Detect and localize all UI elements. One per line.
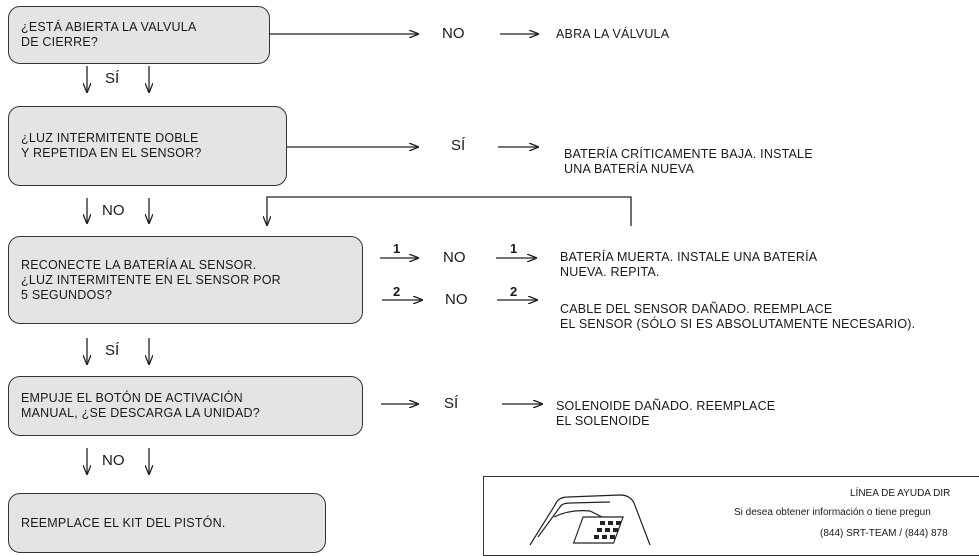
label-valve-yes: SÍ xyxy=(105,70,120,87)
label-reconnect-no-1: NO xyxy=(443,249,466,266)
label-override-no: NO xyxy=(102,452,125,469)
helpline-title: LÍNEA DE AYUDA DIR xyxy=(850,488,951,499)
branch-number-2-right: 2 xyxy=(510,284,518,299)
step-replace-piston: REEMPLACE EL KIT DEL PISTÓN. xyxy=(8,493,326,553)
outcome-open-valve: ABRA LA VÁLVULA xyxy=(556,27,670,41)
branch-number-2-left: 2 xyxy=(393,284,401,299)
label-flash-yes: SÍ xyxy=(451,137,466,154)
step-double-flash: ¿LUZ INTERMITENTE DOBLE Y REPETIDA EN EL… xyxy=(8,106,287,186)
helpline-phone: (844) SRT-TEAM / (844) 878 xyxy=(820,528,948,539)
telephone-icon xyxy=(529,494,651,546)
label-valve-no: NO xyxy=(442,25,465,42)
connector-lines xyxy=(0,0,632,537)
step-reconnect-battery: RECONECTE LA BATERÍA AL SENSOR. ¿LUZ INT… xyxy=(8,236,363,324)
step-manual-override: EMPUJE EL BOTÓN DE ACTIVACIÓN MANUAL, ¿S… xyxy=(8,376,363,436)
helpline-subtitle: Si desea obtener información o tiene pre… xyxy=(734,507,931,518)
outcome-low-battery: BATERÍA CRÍTICAMENTE BAJA. INSTALE UNA B… xyxy=(564,147,813,176)
step-valve-open: ¿ESTÁ ABIERTA LA VALVULA DE CIERRE? xyxy=(8,6,270,64)
label-flash-no: NO xyxy=(102,202,125,219)
label-reconnect-no-2: NO xyxy=(445,291,468,308)
label-override-yes: SÍ xyxy=(444,395,459,412)
outcome-dead-battery: BATERÍA MUERTA. INSTALE UNA BATERÍA NUEV… xyxy=(560,250,818,279)
outcome-damaged-cable: CABLE DEL SENSOR DAÑADO. REEMPLACE EL SE… xyxy=(560,302,916,331)
branch-number-1-right: 1 xyxy=(510,241,518,256)
branch-number-1-left: 1 xyxy=(393,241,401,256)
repeat-loop-line xyxy=(267,196,632,226)
label-reconnect-yes: SÍ xyxy=(105,342,120,359)
outcome-damaged-solenoid: SOLENOIDE DAÑADO. REEMPLACE EL SOLENOIDE xyxy=(556,399,776,428)
